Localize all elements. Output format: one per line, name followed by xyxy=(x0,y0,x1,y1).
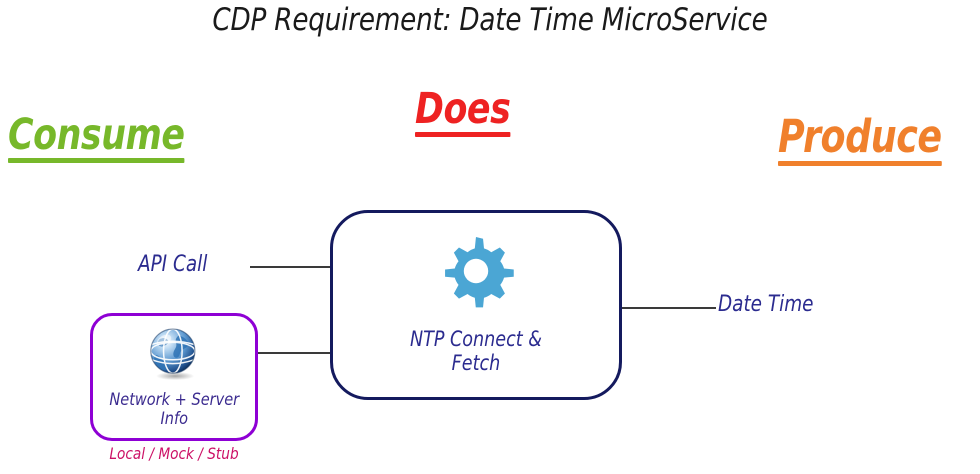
column-heading-consume-label: Consume xyxy=(8,110,185,160)
globe-icon xyxy=(150,328,196,381)
connector-date-time-output xyxy=(620,307,716,309)
process-node-ntp-connect-fetch[interactable]: NTP Connect & Fetch xyxy=(330,210,622,400)
connector-network-to-process xyxy=(258,352,332,354)
consume-underline xyxy=(8,158,185,163)
column-heading-produce-label: Produce xyxy=(778,110,942,163)
column-heading-produce: Produce xyxy=(778,110,942,166)
process-node-label: NTP Connect & Fetch xyxy=(409,327,542,375)
source-node-network-server-info[interactable]: Network + Server Info xyxy=(90,313,258,441)
column-heading-does: Does xyxy=(415,84,511,137)
gear-icon xyxy=(445,237,514,308)
does-underline xyxy=(415,132,511,137)
edge-label-api-call: API Call xyxy=(138,252,208,277)
column-heading-consume: Consume xyxy=(8,110,185,163)
connector-api-call xyxy=(250,266,332,268)
column-heading-does-label: Does xyxy=(415,84,511,134)
page-title: CDP Requirement: Date Time MicroService xyxy=(212,2,768,38)
produce-underline xyxy=(778,161,942,166)
source-node-label: Network + Server Info xyxy=(109,390,239,429)
edge-label-date-time: Date Time xyxy=(718,292,814,317)
source-node-sublabel: Local / Mock / Stub xyxy=(109,444,239,463)
